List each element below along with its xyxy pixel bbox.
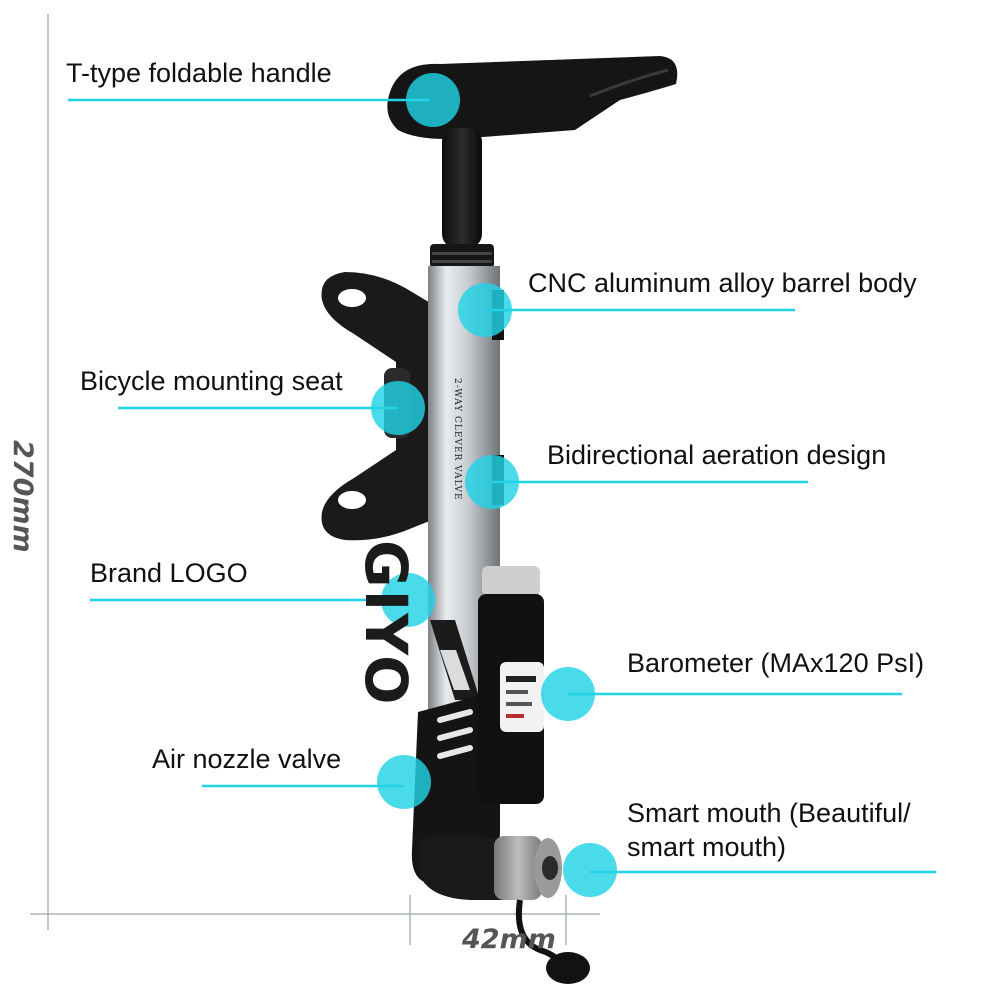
callout-dots (371, 73, 617, 897)
nozzle-head (420, 834, 590, 984)
handle-dot (406, 73, 460, 127)
barometer-housing (478, 566, 544, 804)
callout-lines (68, 98, 936, 874)
t-handle (387, 56, 678, 268)
mouth-dot (563, 843, 617, 897)
handle-label: T-type foldable handle (66, 58, 332, 88)
aeration-dot (465, 455, 519, 509)
logo-dot (381, 573, 435, 627)
lower-body (411, 690, 500, 884)
logo-label: Brand LOGO (90, 558, 248, 588)
mount-label: Bicycle mounting seat (80, 366, 343, 396)
mouth-label-line2: smart mouth) (627, 832, 787, 862)
height-dimension-label: 270mm (7, 440, 38, 553)
barometer-dot (541, 667, 595, 721)
width-dimension-label: 42mm (462, 924, 556, 955)
nozzle-label: Air nozzle valve (152, 744, 342, 774)
barometer-label: Barometer (MAx120 PsI) (627, 648, 925, 678)
barrel-tagline: 2-WAY CLEVER VALVE (452, 378, 462, 501)
barrel-dot (458, 283, 512, 337)
dimension-guides (30, 14, 600, 945)
aeration-label: Bidirectional aeration design (547, 440, 887, 470)
nozzle-dot (377, 755, 431, 809)
mount-dot (371, 381, 425, 435)
brand-logo-text: GIYO (352, 540, 420, 707)
mouth-label-line1: Smart mouth (Beautiful/ (627, 798, 911, 828)
barrel-label: CNC aluminum alloy barrel body (528, 268, 917, 298)
